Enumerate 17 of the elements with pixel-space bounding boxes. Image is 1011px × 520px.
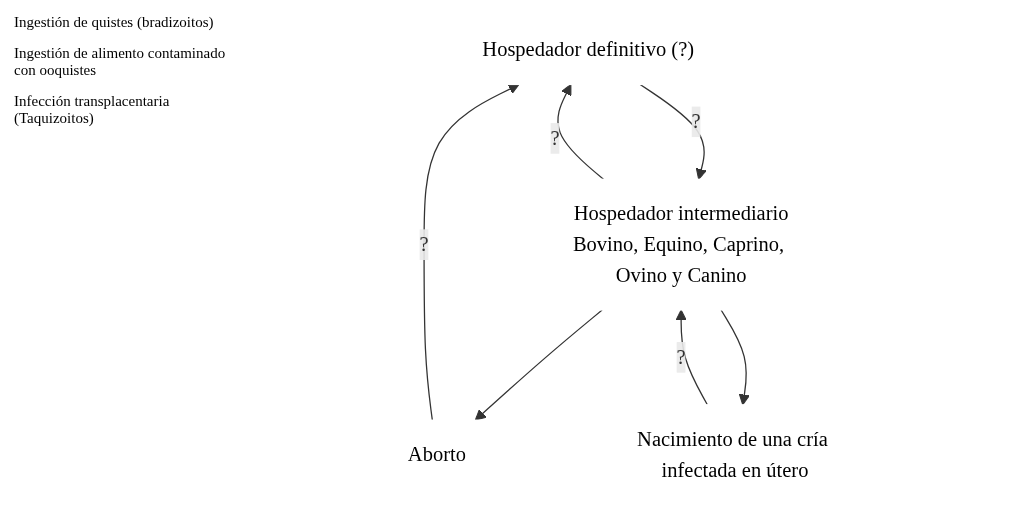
note-text: Infección transplacentaria (Taquizoitos) [14,93,171,127]
arrow [720,309,750,406]
note-text: Ingestión de quistes (bradizoitos) [14,14,215,31]
edge-label: ? [676,345,686,368]
node-text: Aborto [407,443,466,466]
arrow [675,309,708,406]
arrow [639,83,707,180]
edge-label: ? [550,126,560,149]
edge-label: ? [691,110,701,133]
node-text: Nacimiento de una cría infectada en útero [637,427,828,481]
node-text: Hospedador definitivo (?) [482,38,695,61]
arrow [474,309,603,421]
edge-label: ? [419,233,429,255]
arrow [557,83,605,180]
node-text: Hospedador intermediario Bovino, Equino, Caprino, Ovino y Canino [572,202,789,286]
note-text: Ingestión de alimento contaminado con ooquistes [14,45,227,79]
arrow [423,83,520,421]
